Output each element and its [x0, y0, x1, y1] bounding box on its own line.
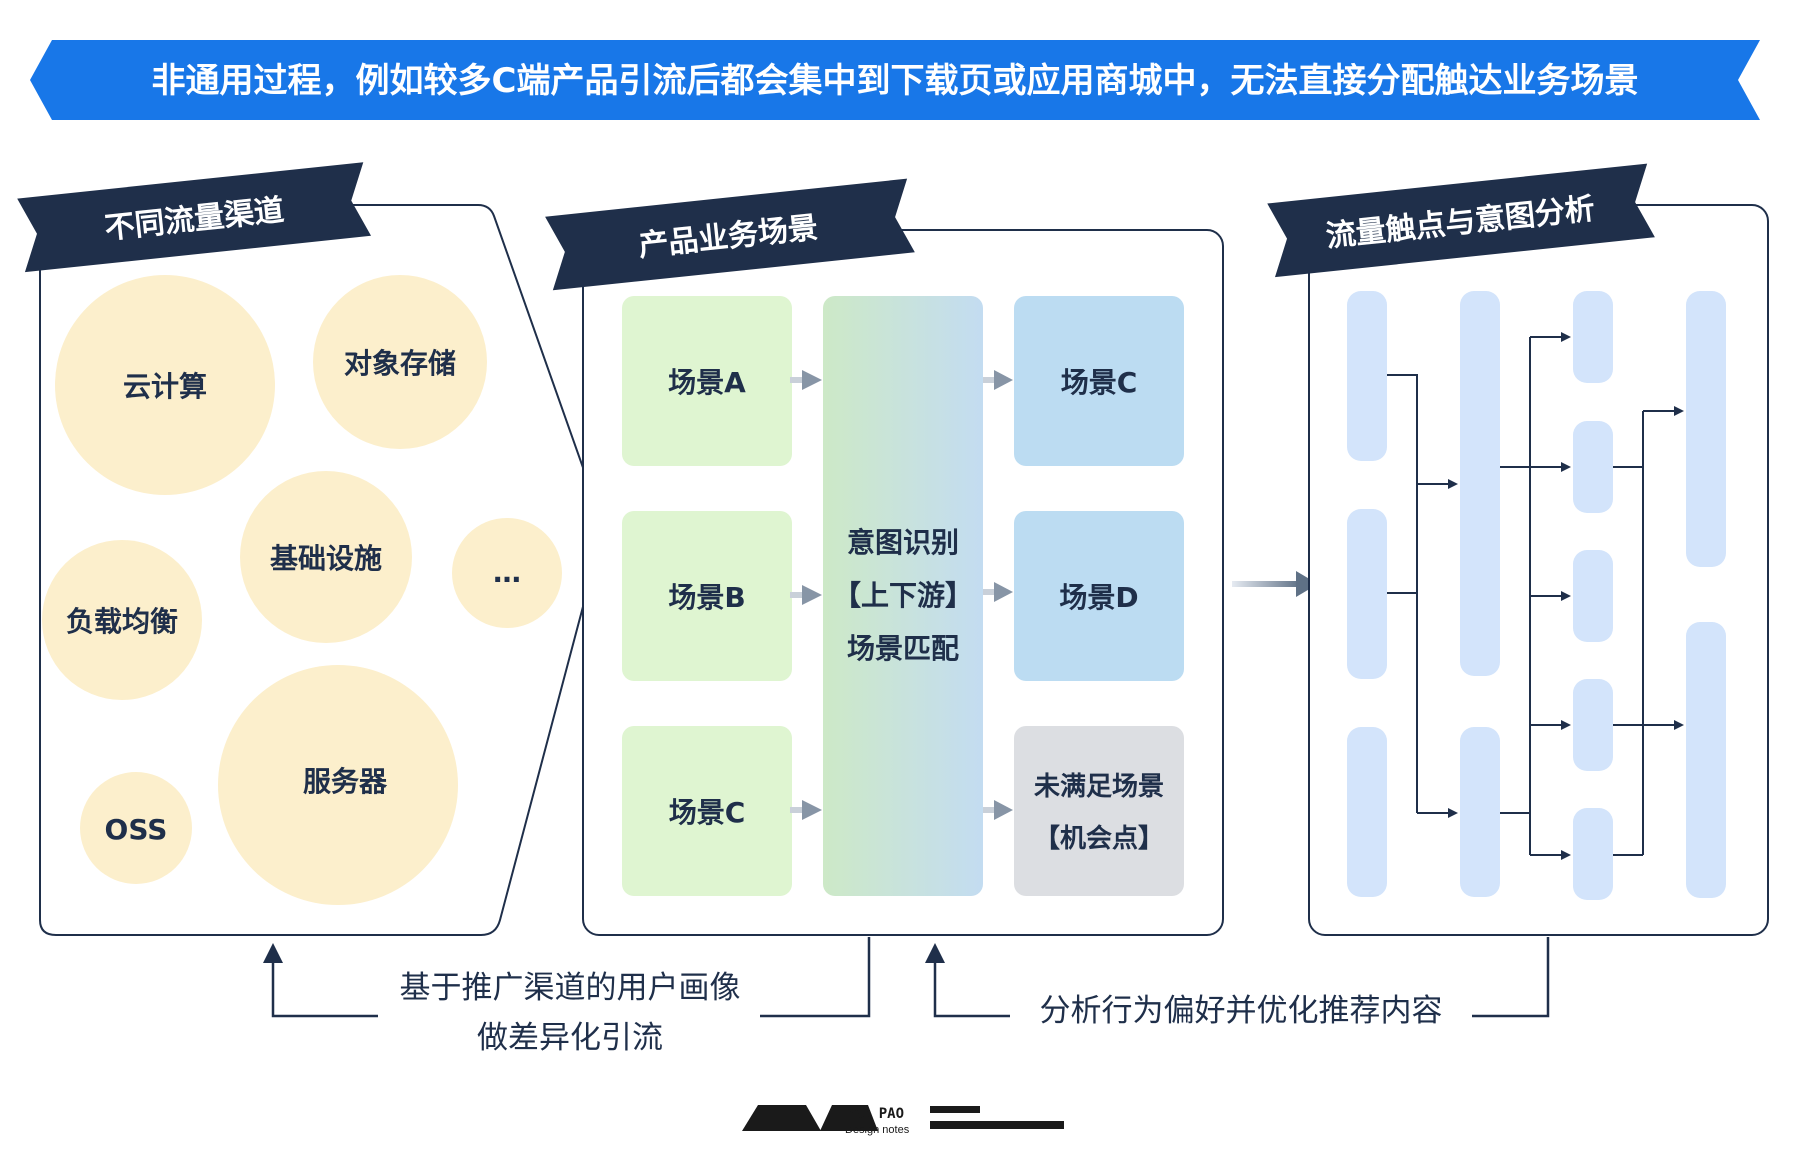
- unmet-line-2: 【机会点】: [1034, 823, 1164, 854]
- business-title-ribbon: 产品业务场景: [545, 178, 915, 291]
- top-banner: 非通用过程，例如较多C端产品引流后都会集中到下载页或应用商城中，无法直接分配触达…: [30, 40, 1760, 120]
- bubble-infrastructure: [240, 471, 412, 643]
- bubble-label-object-storage: 对象存储: [344, 347, 456, 380]
- touchpoint-connectors: [1387, 332, 1684, 860]
- intent-line-3: 场景匹配: [847, 632, 959, 665]
- scene-c-right-label: 场景C: [1061, 366, 1138, 399]
- touchpoint-bar-3-5: [1573, 808, 1613, 900]
- left-caption-line-2: 做差异化引流: [477, 1020, 663, 1056]
- feedback-connectors: [263, 937, 1550, 1018]
- touchpoint-bar-1-2: [1347, 509, 1387, 679]
- scene-d-label: 场景D: [1059, 581, 1138, 614]
- intent-line-1: 意图识别: [847, 526, 959, 559]
- analysis-panel: 流量触点与意图分析: [1267, 163, 1769, 936]
- brand-mark-3: [820, 1105, 878, 1131]
- touchpoint-bar-4-2: [1686, 622, 1726, 898]
- touchpoint-bar-3-4: [1573, 679, 1613, 771]
- scene-c-right-box: [1014, 296, 1184, 466]
- scene-a-box: [622, 296, 792, 466]
- brand-bar-top: [930, 1106, 980, 1113]
- right-feedback-arrowhead: [925, 943, 945, 963]
- touchpoint-bar-2-1: [1460, 291, 1500, 676]
- scene-b-box: [622, 511, 792, 681]
- bubble-label-server: 服务器: [303, 765, 388, 798]
- brand-line-1: PAO PAO: [845, 1106, 904, 1122]
- left-caption-line-1: 基于推广渠道的用户画像: [400, 970, 741, 1006]
- touchpoint-bar-3-1: [1573, 291, 1613, 383]
- channels-title-ribbon: 不同流量渠道: [17, 162, 372, 273]
- brand-logo: PAO PAO Design notes: [742, 1105, 1064, 1136]
- bubble-label-more: …: [493, 556, 521, 589]
- touchpoint-bar-4-1: [1686, 291, 1726, 567]
- scene-c-left-label: 场景C: [669, 796, 746, 829]
- channels-panel: 不同流量渠道 云计算 对象存储 基础设施 … 负载均衡 服务器 OSS: [17, 162, 599, 936]
- touchpoint-bar-2-2: [1460, 727, 1500, 897]
- scene-arrows: [790, 370, 1013, 820]
- bubble-oss: [80, 772, 192, 884]
- right-feedback-line: [933, 937, 1550, 1018]
- bubble-load-balancing: [42, 540, 202, 700]
- left-feedback-arrowhead: [263, 943, 283, 963]
- bubble-label-infrastructure: 基础设施: [270, 542, 382, 575]
- intent-matching-box: [823, 296, 983, 896]
- unmet-scene-box: [1014, 726, 1184, 896]
- touchpoint-bar-1-3: [1347, 727, 1387, 897]
- bubble-more: [452, 518, 562, 628]
- touchpoint-bar-3-3: [1573, 550, 1613, 642]
- banner-ribbon: [30, 40, 1760, 120]
- brand-bar-bottom: [930, 1121, 1064, 1129]
- scene-d-box: [1014, 511, 1184, 681]
- bubble-server: [218, 665, 458, 905]
- intent-line-2: 【上下游】: [833, 579, 973, 612]
- touchpoint-bar-3-2: [1573, 421, 1613, 513]
- right-caption: 分析行为偏好并优化推荐内容: [1040, 993, 1443, 1029]
- brand-mark-2: [776, 1105, 821, 1131]
- panel-transition-arrow: [1232, 571, 1318, 597]
- brand-line-2: Design notes: [845, 1124, 910, 1136]
- bubble-label-oss: OSS: [105, 813, 168, 846]
- touchpoint-bar-1-1: [1347, 291, 1387, 461]
- bubble-object-storage: [313, 275, 487, 449]
- bubble-label-cloud-computing: 云计算: [123, 370, 207, 403]
- scene-c-left-box: [622, 726, 792, 896]
- analysis-title-ribbon: 流量触点与意图分析: [1267, 163, 1655, 278]
- left-feedback-line: [271, 937, 871, 1018]
- bubble-label-load-balancing: 负载均衡: [66, 605, 178, 638]
- business-panel: 产品业务场景 场景A 场景B 场景C 意图识别 【上下游】 场景匹配 场景C 场…: [545, 178, 1224, 936]
- scene-b-label: 场景B: [668, 581, 745, 614]
- unmet-line-1: 未满足场景: [1034, 772, 1164, 802]
- scene-a-label: 场景A: [668, 366, 746, 399]
- banner-text: 非通用过程，例如较多C端产品引流后都会集中到下载页或应用商城中，无法直接分配触达…: [152, 61, 1639, 101]
- bubble-cloud-computing: [55, 275, 275, 495]
